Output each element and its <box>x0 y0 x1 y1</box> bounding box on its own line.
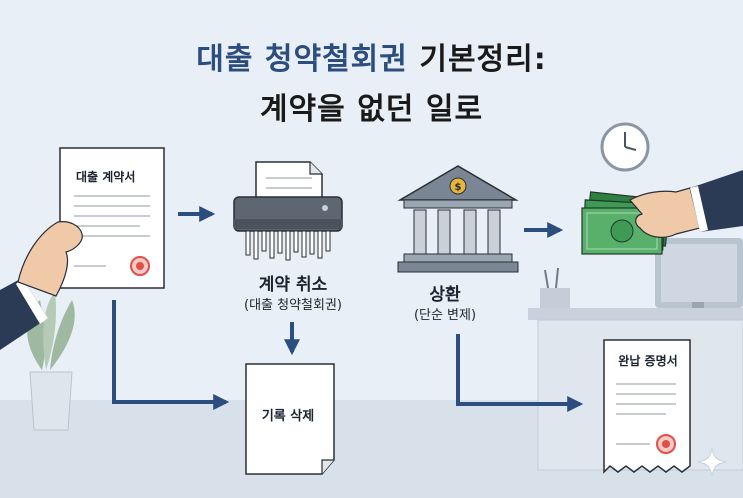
shredder-icon <box>233 161 343 261</box>
left-hand <box>17 221 83 297</box>
contract-label: 대출 계약서 <box>76 170 136 184</box>
sparkle-icon <box>697 447 727 477</box>
delete-label: 기록 삭제 <box>261 409 315 424</box>
arrow-repay-to-certificate <box>456 334 584 412</box>
left-hand-arm <box>0 278 48 350</box>
flow-arrows <box>112 206 584 412</box>
arrow-contract-to-delete <box>112 300 230 410</box>
contract-document <box>59 147 165 289</box>
bank-icon: $ <box>397 165 519 273</box>
certificate-label: 완납 증명서 <box>618 354 678 368</box>
repay-sublabel: (단순 변제) <box>413 308 477 323</box>
title-rest: 기본정리: <box>419 42 547 77</box>
title-highlight: 대출 청약철회권 <box>196 42 408 77</box>
stamp-icon <box>656 434 676 454</box>
page-title-line2: 계약을 없던 일로 <box>259 92 484 127</box>
page-title-line1: 대출 청약철회권 기본정리: <box>0 34 743 78</box>
stamp-icon <box>130 256 150 276</box>
plant-icon <box>27 292 75 431</box>
repay-label: 상환 <box>429 285 461 305</box>
cancel-sublabel: (대출 청약철회권) <box>244 298 342 313</box>
deleted-record-paper <box>245 363 335 475</box>
cancel-label: 계약 취소 <box>258 275 328 295</box>
svg-text:$: $ <box>455 182 462 193</box>
clock-icon <box>600 122 650 172</box>
completion-certificate <box>603 339 691 474</box>
right-hand <box>629 170 743 238</box>
